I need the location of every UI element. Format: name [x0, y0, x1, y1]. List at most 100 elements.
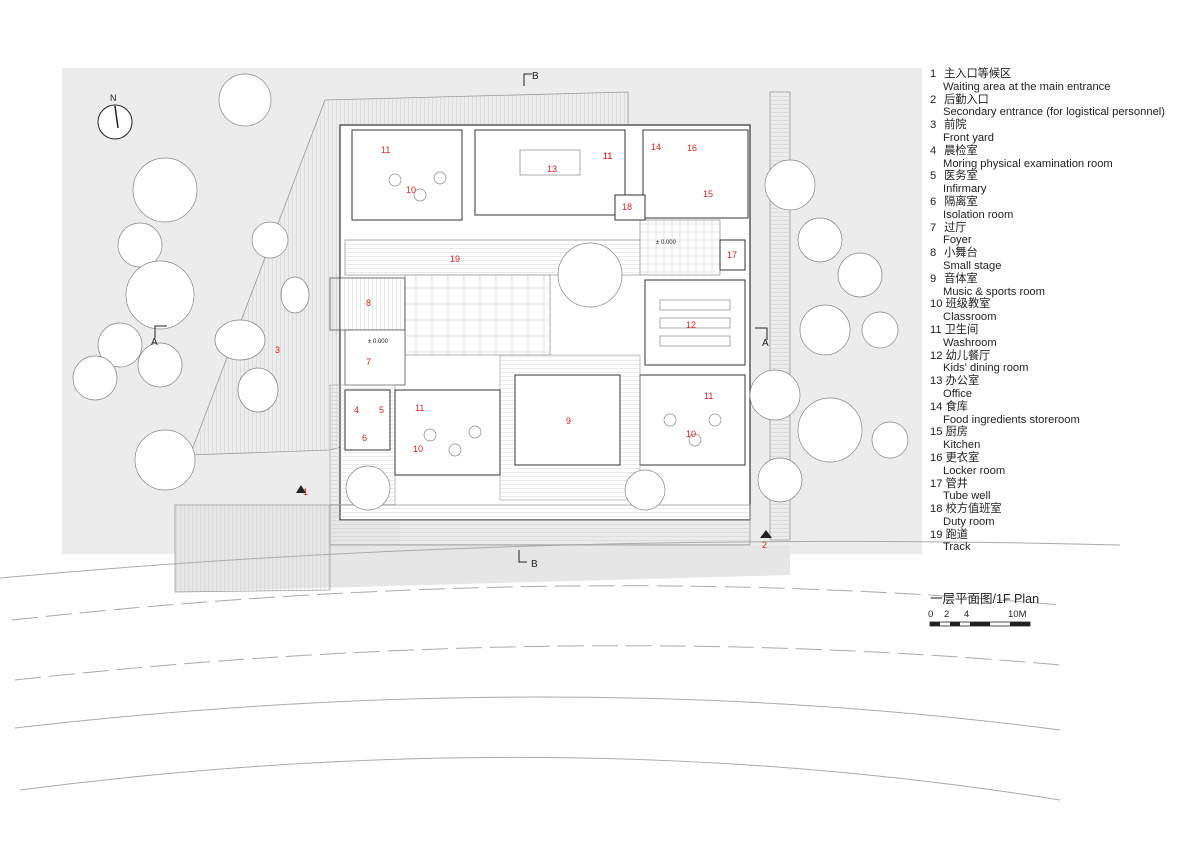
room-number: 2	[762, 540, 767, 550]
north-arrow: N	[97, 93, 133, 140]
room-number: 15	[703, 189, 713, 199]
legend-item-en: Foyer	[943, 234, 972, 247]
room-number: 18	[622, 202, 632, 212]
scale-bar	[929, 621, 1031, 627]
legend-item-en: Waiting area at the main entrance	[943, 80, 1111, 93]
legend-item-en: Front yard	[943, 131, 994, 144]
legend-item-number: 11	[930, 323, 942, 336]
legend-item-en: Secondary entrance (for logistical perso…	[943, 106, 1166, 119]
legend-item-cn: 9 音体室	[930, 273, 1192, 286]
room-number: 19	[450, 254, 460, 264]
legend-item-cn-text: 小舞台	[944, 247, 978, 260]
legend-item-en: Infirmary	[943, 183, 987, 196]
room-number: 3	[275, 345, 280, 355]
room-number: 9	[566, 416, 571, 426]
legend-item-cn-text: 音体室	[944, 272, 978, 285]
legend-item-number: 18	[930, 503, 943, 516]
legend-item-cn-text: 班级教室	[945, 298, 991, 311]
room-number: 11	[603, 151, 612, 161]
legend-item-cn-text: 医务室	[944, 170, 978, 183]
legend-item-en: Food ingredients storeroom	[943, 413, 1080, 426]
legend-item-cn: 8 小舞台	[930, 247, 1192, 260]
legend-item-cn: 10 班级教室	[930, 298, 1192, 311]
legend-item-number: 12	[930, 349, 943, 362]
legend-item-cn-text: 主入口等候区	[944, 68, 1012, 80]
section-marks	[154, 73, 768, 563]
legend-item-cn: 1 主入口等候区	[930, 68, 1192, 81]
legend-item-cn: 7 过厅	[930, 222, 1192, 235]
legend-item-cn-text: 卫生间	[944, 323, 979, 336]
legend-item-cn-text: 跑道	[945, 528, 968, 541]
legend-item-cn: 5 医务室	[930, 170, 1192, 183]
room-number: 10	[406, 185, 416, 195]
legend-item-en: Kitchen	[943, 439, 981, 452]
legend-item-number: 16	[930, 451, 943, 464]
north-label: N	[110, 93, 117, 103]
legend-item-en: Track	[943, 541, 971, 554]
legend-item-en: Washroom	[943, 336, 997, 349]
legend-item-en: Music & sports room	[943, 285, 1045, 298]
room-number: 10	[686, 429, 696, 439]
legend-item-cn: 13 办公室	[930, 375, 1192, 388]
legend-item-cn: 6 隔离室	[930, 196, 1192, 209]
legend-item-en: Locker room	[943, 464, 1006, 477]
legend-item-en: Kids' dining room	[943, 362, 1029, 375]
legend-item-en: Duty room	[943, 515, 995, 528]
legend-item-number: 15	[930, 426, 943, 439]
rooms	[344, 129, 749, 476]
legend-item-cn-text: 晨检室	[944, 144, 978, 157]
room-number: 17	[727, 250, 737, 260]
legend-item-cn: 17 管井	[930, 478, 1192, 491]
legend-item-cn-text: 幼儿餐厅	[945, 349, 991, 362]
legend-item-cn: 19 跑道	[930, 529, 1192, 542]
legend-item-cn: 15 厨房	[930, 426, 1192, 439]
room-numbers: 1 2 3 4 5 6 7 8 9 10 10 10 11 11 11 11 1…	[275, 142, 767, 550]
legend-item-number: 9	[930, 272, 937, 285]
legend-item-cn-text: 后勤入口	[944, 93, 989, 106]
section-mark-a-left: A	[151, 337, 158, 348]
legend-item-en: Classroom	[943, 311, 997, 324]
trees	[72, 73, 909, 511]
room-number: 14	[651, 142, 661, 152]
legend-item-number: 7	[930, 221, 937, 234]
legend-item-cn-text: 前院	[944, 119, 967, 132]
playground-shapes	[214, 276, 310, 413]
legend-item-cn: 14 食库	[930, 401, 1192, 414]
legend-item-cn-text: 食库	[945, 400, 968, 413]
legend-item-cn-text: 校方值班室	[945, 503, 1002, 516]
room-number: 11	[704, 391, 713, 401]
scale-label: 0	[928, 609, 934, 620]
legend-item-number: 3	[930, 119, 937, 132]
scale-label: 2	[944, 609, 950, 620]
legend-item-en: Tube well	[943, 490, 991, 503]
legend-item-number: 2	[930, 93, 937, 106]
legend-item-cn-text: 管井	[945, 477, 968, 490]
legend-item-cn: 3 前院	[930, 119, 1192, 132]
scale-label: 4	[964, 609, 970, 620]
room-number: 12	[686, 320, 696, 330]
room-number: 16	[687, 143, 697, 153]
legend-item-number: 10	[930, 298, 943, 311]
legend-item-cn-text: 隔离室	[944, 195, 978, 208]
room-number: 1	[303, 487, 308, 497]
legend-item-number: 14	[930, 400, 943, 413]
elevation-label: ± 0.000	[656, 240, 677, 246]
plan-title: 一层平面图/1F Plan	[930, 592, 1040, 606]
elevation-label: ± 0.000	[368, 339, 389, 345]
furniture	[388, 149, 731, 457]
legend-item-cn-text: 过厅	[944, 221, 967, 234]
section-mark-b-top: B	[532, 71, 539, 82]
